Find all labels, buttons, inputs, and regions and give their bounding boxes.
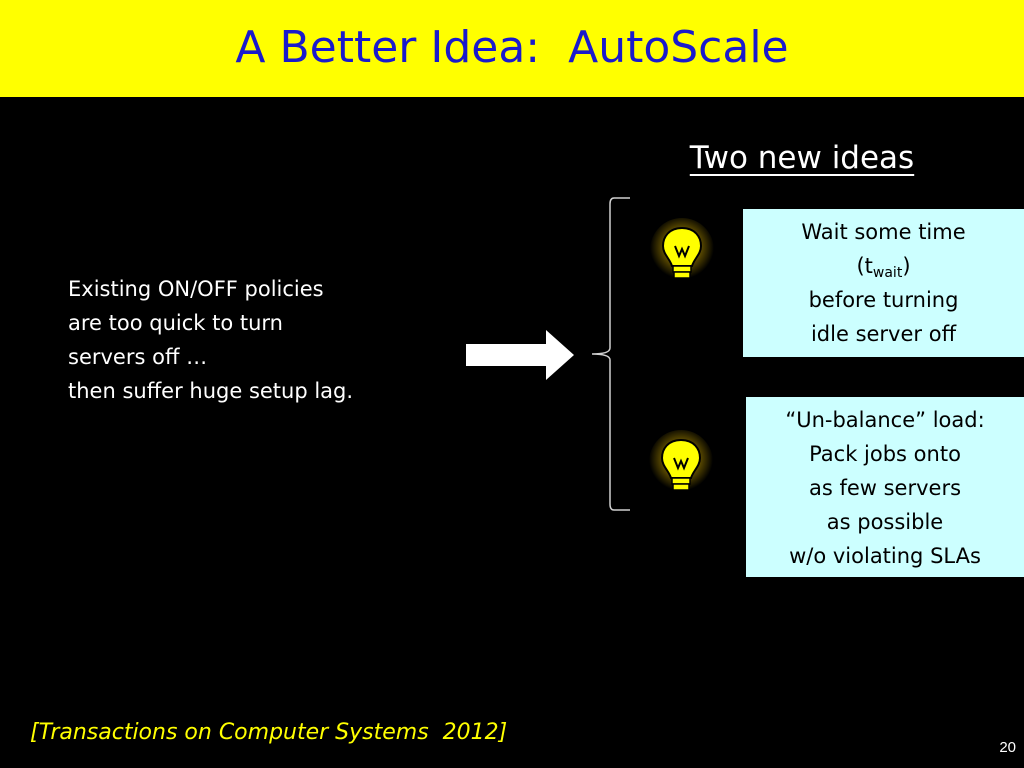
idea-text-line: as possible <box>826 510 944 534</box>
slide-title: A Better Idea: AutoScale <box>235 22 789 73</box>
idea-text-line: idle server off <box>810 322 957 346</box>
left-text-line: servers off … <box>68 345 208 369</box>
t-open: (t <box>856 254 873 278</box>
t-close: ) <box>902 254 911 278</box>
citation: [Transactions on Computer Systems 2012] <box>30 720 508 745</box>
idea-text-line: “Un-balance” load: <box>785 408 985 432</box>
idea-box-wait: Wait some time (twait) before turning id… <box>743 209 1024 357</box>
idea-text-line: (twait) <box>743 249 1024 283</box>
page-number: 20 <box>999 739 1016 756</box>
left-text-line: Existing ON/OFF policies <box>68 277 324 301</box>
lightbulb-icon <box>650 218 714 284</box>
left-text-block: Existing ON/OFF policies are too quick t… <box>68 272 448 408</box>
title-bar <box>0 0 1024 97</box>
idea-text-line: Wait some time <box>801 220 966 244</box>
left-brace-icon <box>591 197 630 511</box>
idea-box-unbalance: “Un-balance” load: Pack jobs onto as few… <box>746 397 1024 577</box>
idea-text-line: before turning <box>808 288 959 312</box>
t-subscript: wait <box>872 265 903 281</box>
idea-text-line: w/o violating SLAs <box>789 544 981 568</box>
idea-text-line: Pack jobs onto <box>809 442 961 466</box>
left-text-line: are too quick to turn <box>68 311 283 335</box>
subheading: Two new ideas <box>689 140 915 176</box>
lightbulb-icon <box>649 430 713 496</box>
left-text-line: then suffer huge setup lag. <box>68 379 354 403</box>
idea-text-line: as few servers <box>808 476 962 500</box>
arrow-right-icon <box>466 330 574 380</box>
